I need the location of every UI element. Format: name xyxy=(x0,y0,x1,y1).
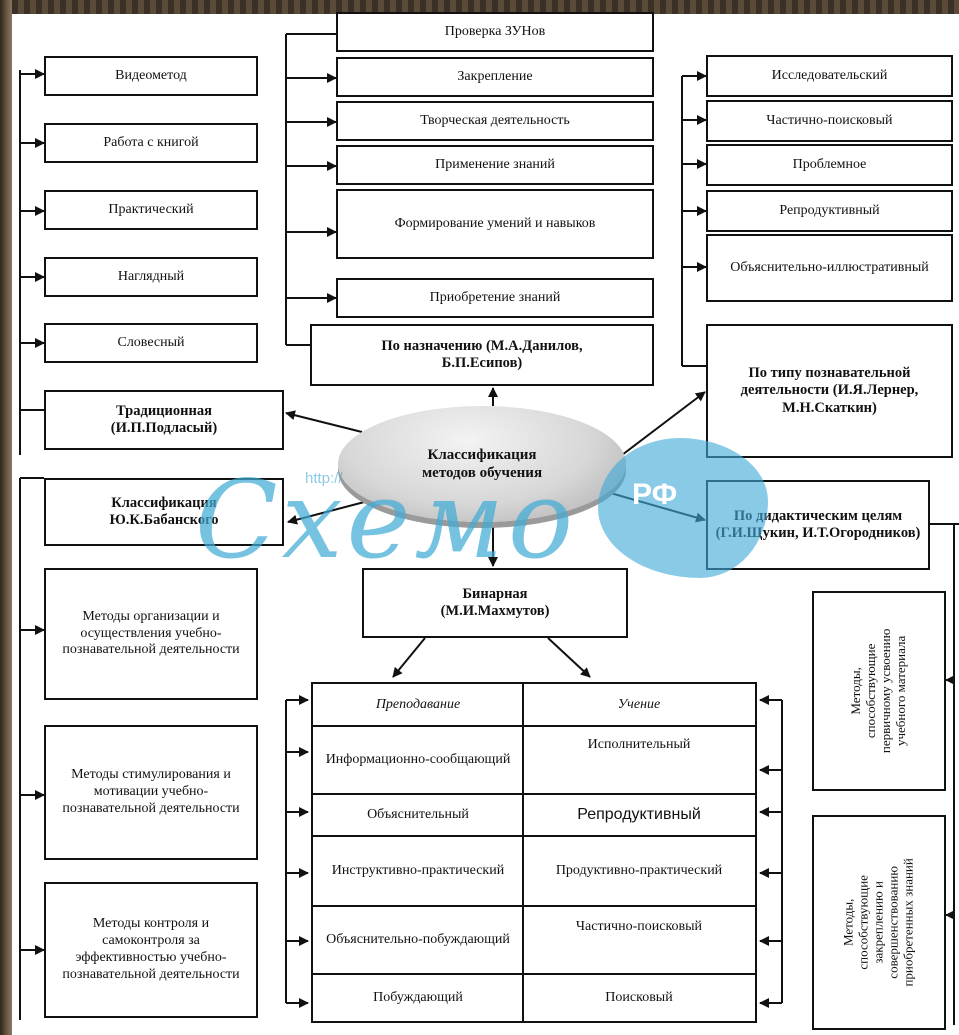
didactic-item-box: Методы, способствующие первичному усвоен… xyxy=(812,591,946,791)
purpose-item-box: Закрепление xyxy=(336,57,654,97)
purpose-item-label: Применение знаний xyxy=(435,156,555,172)
babansky-method-box: Методы организации и осуществления учебн… xyxy=(44,568,258,700)
purpose-item-box: Формирование умений и навыков xyxy=(336,189,654,259)
purpose-item-box: Творческая деятельность xyxy=(336,101,654,141)
frame-left-border xyxy=(0,0,12,1035)
table-cell-teaching: Информационно-сообщающий xyxy=(325,752,511,768)
babansky-method-label: Методы организации и осуществления учебн… xyxy=(62,608,240,658)
table-cell-learning: Репродуктивный xyxy=(577,806,701,823)
left-method-label: Словесный xyxy=(117,334,185,350)
center-classification-node: Классификация методов обучения xyxy=(338,406,626,522)
cognitive-item-box: Исследовательский xyxy=(706,55,953,97)
left-method-box: Словесный xyxy=(44,323,258,363)
table-cell-learning: Продуктивно-практический xyxy=(555,863,723,879)
table-cell-learning: Исполнительный xyxy=(587,737,691,752)
purpose-item-box: Проверка ЗУНов xyxy=(336,12,654,52)
frame-top-border xyxy=(0,0,959,14)
didactic-item-label: Методы, способствующие закреплению и сов… xyxy=(840,858,916,987)
table-cell-learning: Поисковый xyxy=(605,989,673,1005)
cognitive-item-box: Репродуктивный xyxy=(706,190,953,232)
cognitive-item-label: Репродуктивный xyxy=(779,202,880,218)
table-header-learning: Учение xyxy=(617,697,661,713)
table-cell-teaching: Инструктивно-практический xyxy=(331,863,505,879)
purpose-item-label: Проверка ЗУНов xyxy=(444,23,546,39)
cognitive-title: По типу познавательной деятельности (И.Я… xyxy=(740,364,919,416)
binary-table: Преподавание Учение Информационно-сообща… xyxy=(311,682,757,1023)
cognitive-item-label: Проблемное xyxy=(792,156,867,172)
center-title-line1: Классификация xyxy=(427,447,537,463)
didactic-title: По дидактическим целям (Г.И.Щукин, И.Т.О… xyxy=(715,507,921,541)
babansky-author: Ю.К.Бабанского xyxy=(109,512,219,528)
left-method-label: Видеометод xyxy=(115,67,187,83)
purpose-item-box: Приобретение знаний xyxy=(336,278,654,318)
didactic-item-label: Методы, способствующие первичному усвоен… xyxy=(848,628,908,754)
left-method-label: Наглядный xyxy=(117,268,185,284)
cognitive-item-label: Частично-поисковый xyxy=(766,112,893,128)
purpose-item-label: Закрепление xyxy=(457,68,533,84)
binary-author: (М.И.Махмутов) xyxy=(440,603,550,619)
binary-classification-box: Бинарная (М.И.Махмутов) xyxy=(362,568,628,638)
cognitive-item-box: Объяснительно-иллюстративный xyxy=(706,234,953,302)
purpose-item-label: Формирование умений и навыков xyxy=(394,215,596,231)
cognitive-item-label: Объяснительно-иллюстративный xyxy=(730,259,929,275)
babansky-classification-box: Классификация Ю.К.Бабанского xyxy=(44,478,284,546)
left-method-box: Работа с книгой xyxy=(44,123,258,163)
table-header-teaching: Преподавание xyxy=(375,697,461,713)
left-method-box: Наглядный xyxy=(44,257,258,297)
purpose-title: По назначению (М.А.Данилов, xyxy=(381,337,583,354)
traditional-title: Традиционная xyxy=(116,402,212,419)
traditional-classification-box: Традиционная (И.П.Подласый) xyxy=(44,390,284,450)
table-cell-teaching: Объяснительно-побуждающий xyxy=(326,932,510,948)
left-method-box: Видеометод xyxy=(44,56,258,96)
purpose-item-box: Применение знаний xyxy=(336,145,654,185)
babansky-method-box: Методы стимулирования и мотивации учебно… xyxy=(44,725,258,860)
purpose-authors: Б.П.Есипов) xyxy=(441,355,523,371)
babansky-method-box: Методы контроля и самоконтроля за эффект… xyxy=(44,882,258,1018)
purpose-item-label: Творческая деятельность xyxy=(420,112,570,128)
table-cell-teaching: Объяснительный xyxy=(367,807,469,823)
center-title-line2: методов обучения xyxy=(421,465,543,481)
binary-title: Бинарная xyxy=(462,585,528,602)
table-grid xyxy=(313,684,755,1021)
cognitive-item-box: Частично-поисковый xyxy=(706,100,953,142)
left-method-label: Практический xyxy=(108,201,194,217)
cognitive-item-box: Проблемное xyxy=(706,144,953,186)
table-cell-teaching: Побуждающий xyxy=(373,989,463,1005)
traditional-author: (И.П.Подласый) xyxy=(110,420,218,436)
cognitive-classification-box: По типу познавательной деятельности (И.Я… xyxy=(706,324,953,458)
didactic-item-box: Методы, способствующие закреплению и сов… xyxy=(812,815,946,1030)
left-method-box: Практический xyxy=(44,190,258,230)
cognitive-item-label: Исследовательский xyxy=(771,67,888,83)
left-method-label: Работа с книгой xyxy=(103,134,199,150)
babansky-method-label: Методы контроля и самоконтроля за эффект… xyxy=(62,916,240,982)
babansky-title: Классификация xyxy=(111,494,217,511)
didactic-classification-box: По дидактическим целям (Г.И.Щукин, И.Т.О… xyxy=(706,480,930,570)
table-cell-learning: Частично-поисковый xyxy=(575,919,703,934)
purpose-classification-box: По назначению (М.А.Данилов, Б.П.Есипов) xyxy=(310,324,654,386)
babansky-method-label: Методы стимулирования и мотивации учебно… xyxy=(62,767,240,816)
purpose-item-label: Приобретение знаний xyxy=(429,289,561,305)
